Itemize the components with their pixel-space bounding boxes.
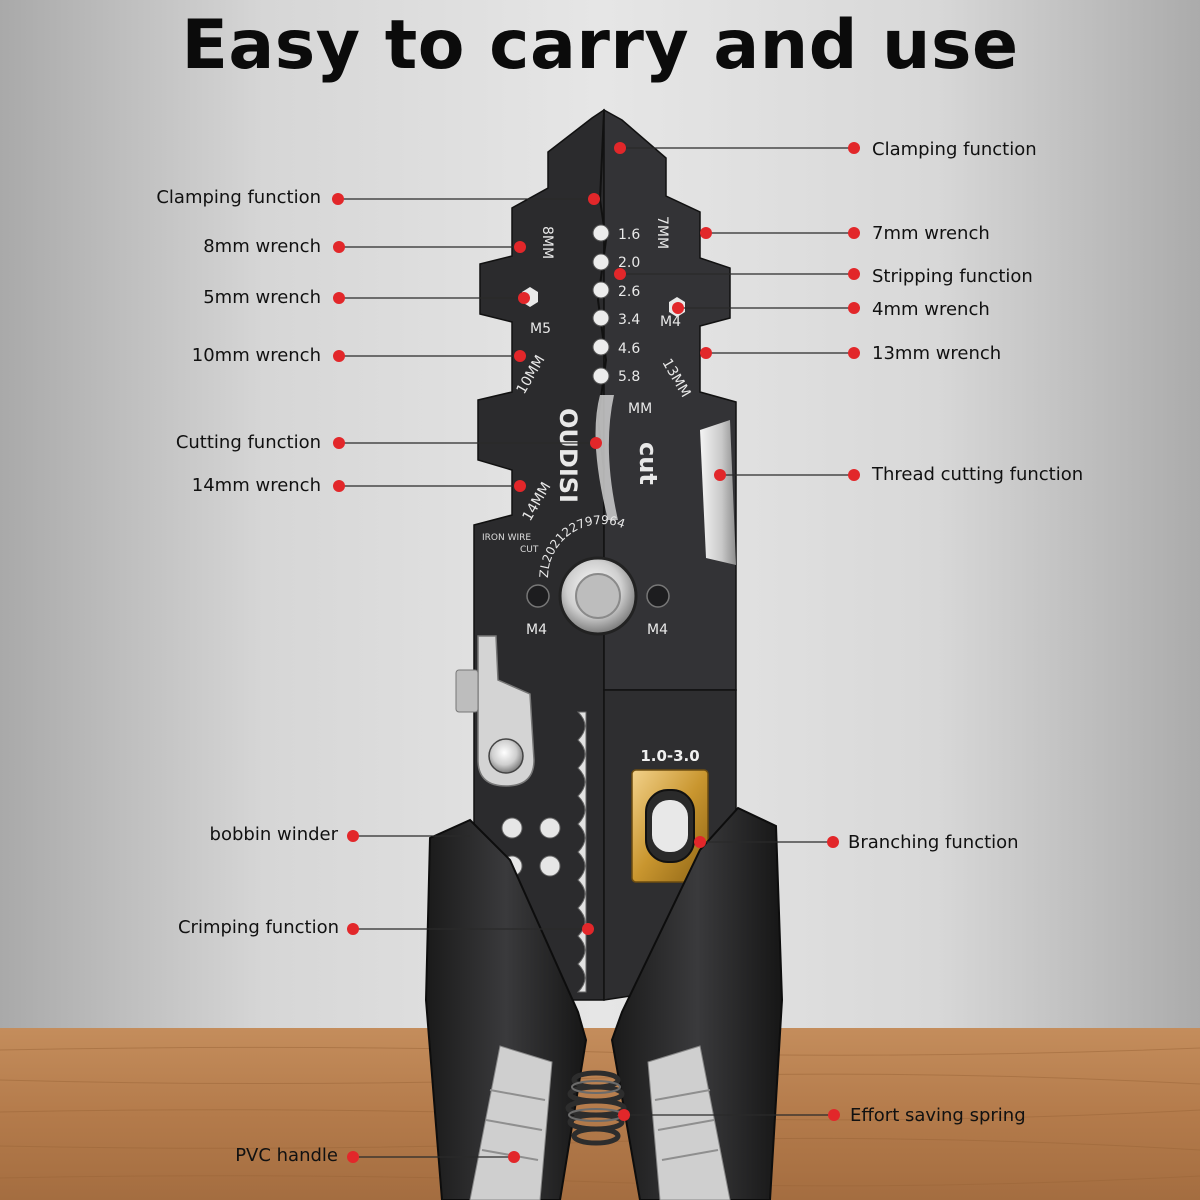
m4-hole-right (646, 584, 670, 608)
stripping-size-6: 5.8 (618, 369, 640, 385)
mark-m5: M5 (530, 321, 551, 337)
cut-mark: cut (634, 442, 662, 485)
label-pvc-handle: PVC handle (235, 1145, 338, 1166)
branching-insert (652, 800, 688, 852)
mark-m4-upper: M4 (660, 314, 681, 330)
iron-cut-mark: CUT (520, 545, 539, 555)
page-title: Easy to carry and use (181, 6, 1019, 85)
label-10mm-wrench: 10mm wrench (192, 345, 321, 366)
label-8mm-wrench: 8mm wrench (203, 236, 321, 257)
right-jaw-plate (603, 108, 737, 691)
label-cutting: Cutting function (176, 432, 321, 453)
label-7mm-wrench: 7mm wrench (872, 223, 990, 244)
stripping-size-5: 4.6 (618, 341, 640, 357)
mark-8mm: 8MM (539, 226, 555, 259)
label-branching: Branching function (848, 832, 1019, 853)
branch-range-mark: 1.0-3.0 (640, 747, 699, 765)
label-5mm-wrench: 5mm wrench (203, 287, 321, 308)
mark-m4-right: M4 (647, 622, 668, 638)
brand-mark: OUDISI (554, 408, 582, 503)
cutting-edge (595, 395, 618, 520)
label-spring: Effort saving spring (850, 1105, 1026, 1126)
stripping-holes (592, 224, 610, 385)
label-13mm-wrench: 13mm wrench (872, 343, 1001, 364)
mark-m4-left: M4 (526, 622, 547, 638)
stripping-size-3: 2.6 (618, 284, 640, 300)
label-crimping: Crimping function (178, 917, 339, 938)
m4-hole-left (526, 584, 550, 608)
mark-7mm: 7MM (654, 216, 670, 249)
label-14mm-wrench: 14mm wrench (192, 475, 321, 496)
pivot-center (575, 573, 621, 619)
label-stripping: Stripping function (872, 266, 1033, 287)
multi-tool-pliers (424, 108, 784, 1200)
right-grip-insert (647, 1045, 731, 1200)
lever-rivet (488, 738, 524, 774)
stripping-size-2: 2.0 (618, 255, 640, 271)
thread-cutting-blade (700, 420, 736, 565)
label-clamping-tip: Clamping function (872, 139, 1037, 160)
label-clamping-jaw: Clamping function (156, 187, 321, 208)
effort-spring (565, 1070, 627, 1146)
iron-wire-mark: IRON WIRE (482, 533, 531, 543)
left-grip-insert (469, 1045, 553, 1200)
callout-lines (338, 147, 854, 1158)
stripping-size-1: 1.6 (618, 227, 640, 243)
callout-labels: Clamping function Clamping function 8mm … (156, 139, 1083, 1166)
crimping-teeth (576, 711, 587, 993)
label-thread-cutting: Thread cutting function (871, 464, 1083, 485)
stripping-unit: MM (628, 401, 652, 417)
callout-dots (332, 142, 860, 1163)
label-bobbin-winder: bobbin winder (210, 824, 339, 845)
label-4mm-wrench: 4mm wrench (872, 299, 990, 320)
stripping-size-4: 3.4 (618, 312, 640, 328)
lever-tab (455, 669, 479, 713)
